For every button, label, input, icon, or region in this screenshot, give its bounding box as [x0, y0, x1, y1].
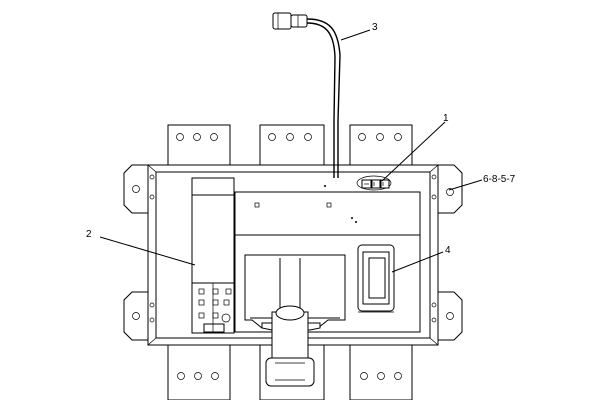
- mounting-ear-top-right: [435, 164, 463, 214]
- callout-4: 4: [445, 245, 451, 256]
- accessory-module: [357, 244, 395, 313]
- bottom-terminal-right: [349, 344, 413, 400]
- wiring-harness: [272, 12, 341, 178]
- operating-handle: [244, 254, 346, 387]
- mounting-ear-top-left: [123, 164, 151, 214]
- trip-unit: [191, 177, 235, 334]
- callout-1: 1: [443, 113, 449, 124]
- mounting-ear-bottom-left: [123, 291, 151, 341]
- top-terminal-right: [349, 124, 413, 166]
- leader-lines: [99, 29, 483, 273]
- callout-6-8-5-7: 6-8-5-7: [483, 174, 516, 185]
- top-terminal-left: [167, 124, 231, 166]
- mounting-ear-bottom-right: [435, 291, 463, 341]
- callout-3: 3: [372, 22, 378, 33]
- inner-panel: [234, 184, 421, 333]
- bottom-terminal-left: [167, 344, 231, 400]
- callout-2: 2: [86, 229, 92, 240]
- harness-connector: [356, 175, 392, 191]
- top-terminal-center: [259, 124, 325, 166]
